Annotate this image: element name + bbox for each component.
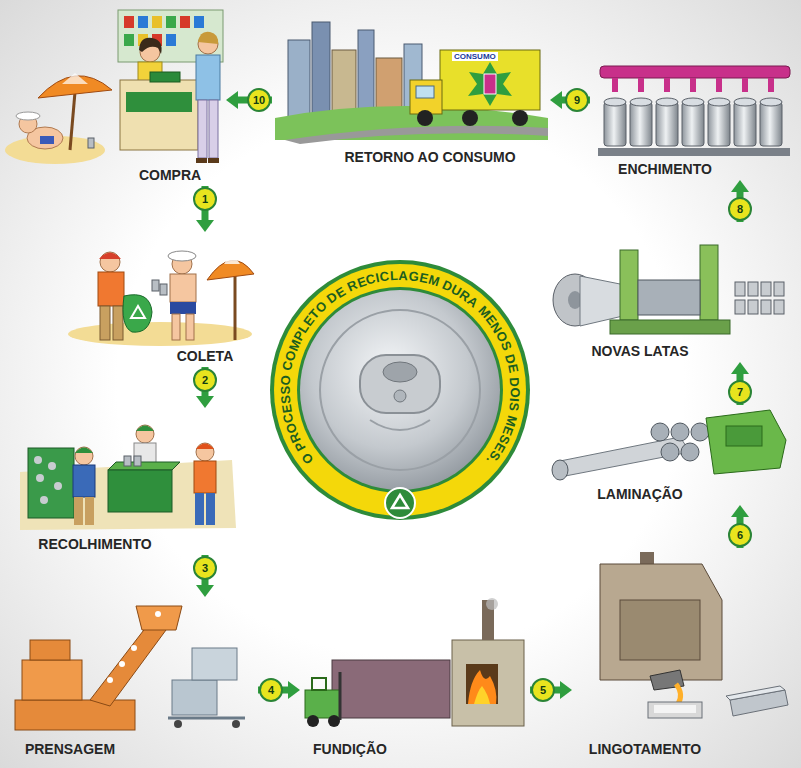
step-label: COMPRA [139, 166, 201, 184]
arrow-head [560, 681, 572, 699]
arc-letter: S [278, 385, 292, 394]
press-scene [15, 606, 245, 730]
arrow-head [196, 585, 214, 597]
arc-letter: D [507, 376, 522, 386]
arc-letter: C [379, 269, 390, 284]
step-number: 10 [247, 88, 271, 112]
step-number: 3 [193, 556, 217, 580]
step-number: 7 [728, 380, 752, 404]
step-label: NOVAS LATAS [591, 342, 688, 360]
step-number: 6 [728, 523, 752, 547]
arrow-head [288, 681, 300, 699]
arc-letter: O [507, 387, 521, 397]
step-label: FUNDIÇÃO [313, 740, 387, 758]
process-step: COLETA [60, 232, 255, 367]
process-step: ENCHIMENTO [590, 60, 794, 180]
step-label: COLETA [177, 347, 234, 365]
delivery-scene [275, 22, 548, 144]
truck-sign: CONSUMO [452, 52, 498, 61]
step-label: PRENSAGEM [25, 740, 115, 758]
process-step: RETORNO AO CONSUMO [272, 8, 550, 168]
can-making-scene [553, 245, 784, 334]
arrow-head [731, 505, 749, 517]
casting-scene [600, 552, 788, 718]
process-step: LAMINAÇÃO [548, 405, 794, 505]
process-step: NOVAS LATAS [545, 222, 794, 362]
step-number: 1 [193, 187, 217, 211]
step-number: 4 [259, 678, 283, 702]
step-number: 5 [531, 678, 555, 702]
step-label: RETORNO AO CONSUMO [344, 148, 515, 166]
process-step: PRENSAGEM [8, 597, 258, 760]
step-number: 8 [728, 197, 752, 221]
arrow-head [196, 396, 214, 408]
process-step: COMPRA [8, 8, 226, 186]
process-step: RECOLHIMENTO [15, 408, 240, 555]
center-badge: O PROCESSO COMPLETO DE RECICLAGEM DURA M… [270, 260, 530, 520]
badge-text: O PROCESSO COMPLETO DE RECICLAGEM DURA M… [270, 260, 530, 520]
arc-letter: E [279, 403, 294, 414]
step-number: 9 [565, 88, 589, 112]
process-step: FUNDIÇÃO [300, 590, 530, 760]
step-label: LAMINAÇÃO [597, 485, 683, 503]
smelting-scene [305, 598, 524, 727]
process-step: LINGOTAMENTO [572, 548, 794, 760]
purchase-scene [5, 10, 223, 164]
arrow-head [226, 91, 238, 109]
arc-letter: A [398, 268, 408, 282]
arrow-head [731, 362, 749, 374]
collection-scene [68, 251, 254, 346]
arc-letter: G [408, 269, 420, 284]
arrow-head [550, 91, 562, 109]
step-number: 2 [193, 368, 217, 392]
arc-letter: O [299, 450, 316, 466]
can-lid-badge [270, 260, 530, 520]
arc-letter: E [505, 362, 520, 373]
step-label: LINGOTAMENTO [589, 740, 701, 758]
arrow-head [196, 220, 214, 232]
rolling-scene [552, 410, 786, 480]
arc-letter: S [279, 394, 294, 404]
filling-scene [598, 66, 790, 156]
arc-letter: S [506, 401, 521, 412]
step-label: ENCHIMENTO [618, 160, 712, 178]
arc-letter: O [279, 374, 294, 385]
arrow-head [731, 180, 749, 192]
gathering-scene [20, 425, 236, 530]
step-label: RECOLHIMENTO [38, 535, 151, 553]
arc-letter: L [390, 268, 399, 282]
